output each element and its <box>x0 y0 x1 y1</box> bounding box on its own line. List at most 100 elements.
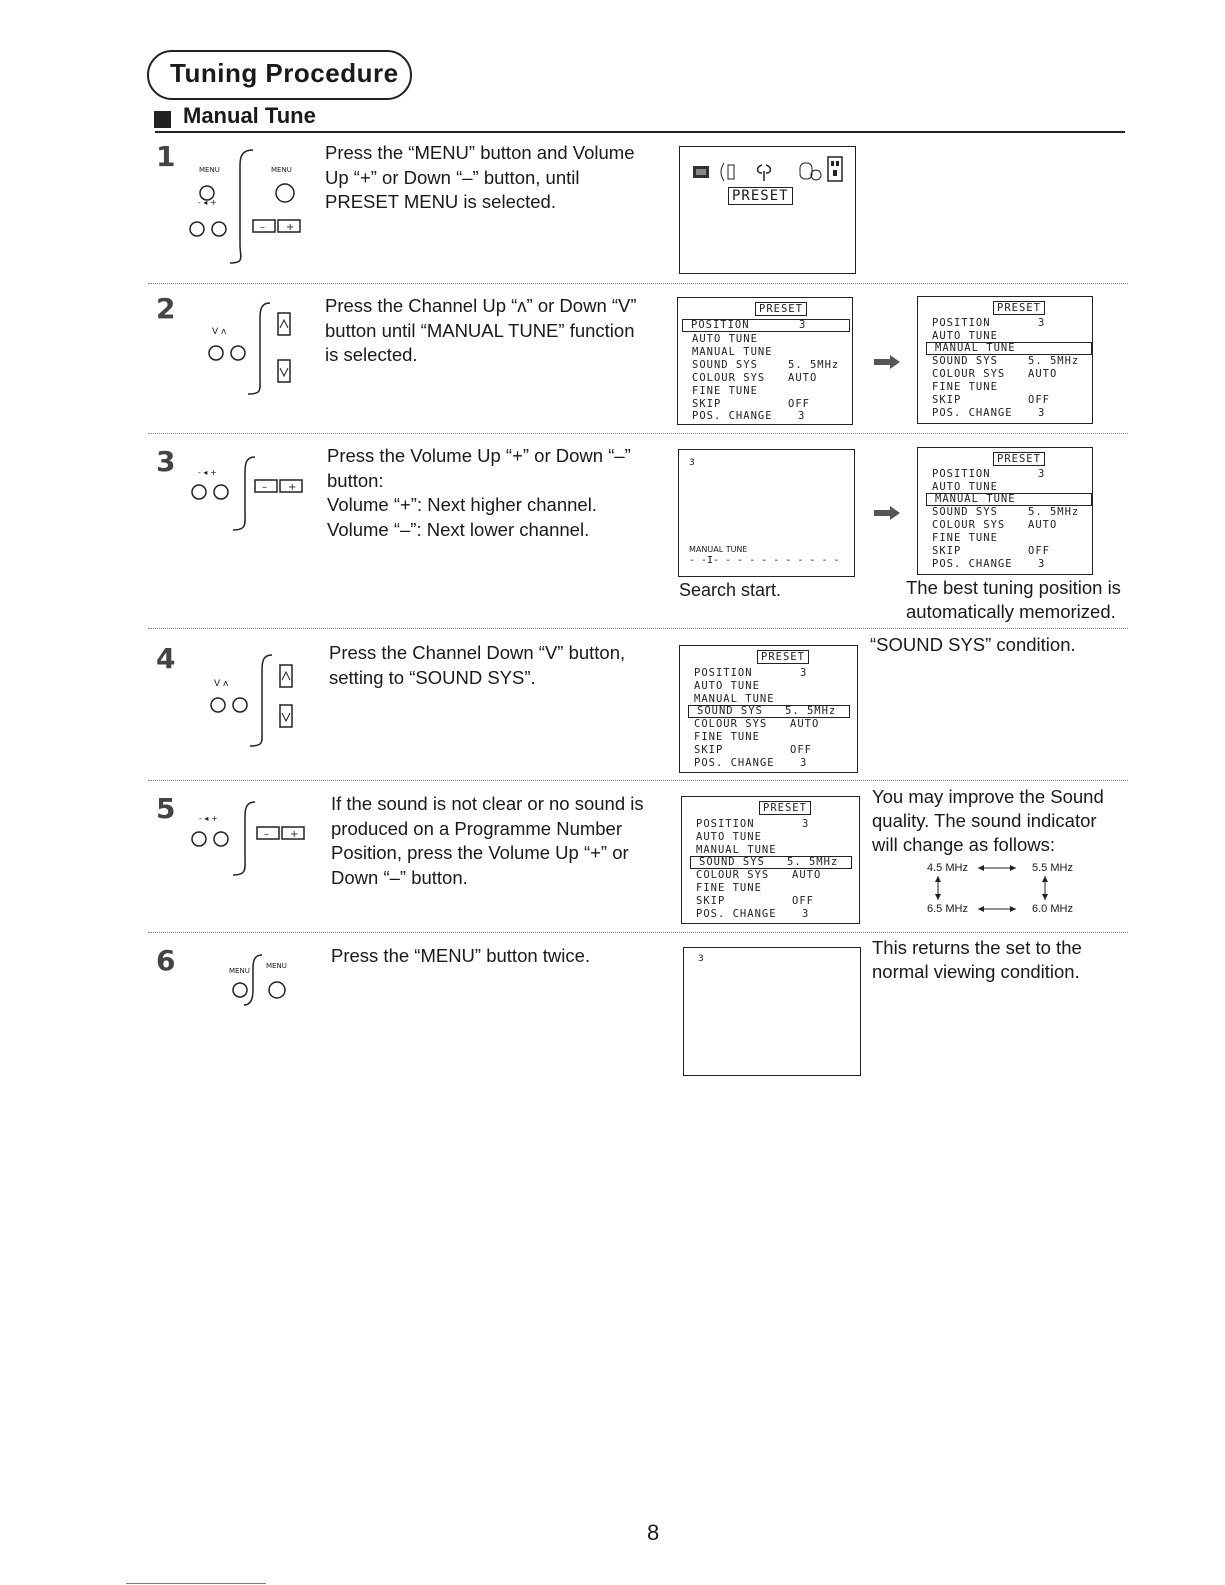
menu-row-value: AUTO <box>1028 368 1058 380</box>
menu-row-value: 3 <box>798 410 806 422</box>
preset-label: PRESET <box>755 302 807 316</box>
menu-row-value: 3 <box>802 818 810 830</box>
menu-row-label: POS. CHANGE <box>696 908 777 920</box>
menu-row-label: POSITION <box>932 468 991 480</box>
divider <box>148 628 1128 629</box>
tuning-bar: - -I- - - - - - - - - - - <box>689 555 840 566</box>
menu-row-value: 3 <box>1038 407 1046 419</box>
sound-sys-note: “SOUND SYS” condition. <box>870 634 1076 655</box>
svg-text:–: – <box>262 482 267 493</box>
step-5-text: If the sound is not clear or no sound is… <box>331 793 644 888</box>
right-arrow-icon <box>874 355 900 369</box>
menu-row-value: OFF <box>1028 394 1050 406</box>
menu-row-label: POSITION <box>932 317 991 329</box>
menu-row-label: POS. CHANGE <box>932 558 1013 570</box>
menu-row-label: FINE TUNE <box>694 731 760 743</box>
menu-row-value: AUTO <box>792 869 822 881</box>
returns-note: This returns the set to the normal viewi… <box>872 937 1082 982</box>
menu-row-value: OFF <box>1028 545 1050 557</box>
step-number: 3 <box>156 445 176 478</box>
menu-row-label: FINE TUNE <box>696 882 762 894</box>
menu-row-label: SKIP <box>694 744 724 756</box>
menu-row-value: 5. 5MHz <box>1028 506 1080 518</box>
section-rule <box>155 131 1125 133</box>
channel-number: 3 <box>689 458 695 468</box>
freq-label: 4.5 MHz <box>927 862 968 874</box>
channel-number: 3 <box>698 954 704 964</box>
menu-row-value: 3 <box>800 667 808 679</box>
menu-row-value: 3 <box>1038 317 1046 329</box>
volume-key-label: - ◂ + <box>198 198 217 207</box>
improve-sound-note: You may improve the Sound quality. The s… <box>872 786 1104 855</box>
step-1-text: Press the “MENU” button and Volume Up “+… <box>325 142 635 212</box>
menu-row-label: COLOUR SYS <box>694 718 768 730</box>
menu-row-value: AUTO <box>788 372 818 384</box>
preset-label: PRESET <box>757 650 809 664</box>
menu-row-label: AUTO TUNE <box>694 680 760 692</box>
step-4-text: Press the Channel Down “V” button, setti… <box>329 642 626 688</box>
remote-volume-icon: – + <box>191 801 305 876</box>
section-bullet-icon <box>154 111 171 128</box>
remote-menu-volume-icon: – + <box>189 149 301 264</box>
step-3-text: Press the Volume Up “+” or Down “–” butt… <box>327 445 631 540</box>
preset-label: PRESET <box>993 452 1045 466</box>
preset-label: PRESET <box>728 187 793 205</box>
svg-text:–: – <box>260 222 265 233</box>
menu-row-value: 3 <box>799 319 807 331</box>
menu-row-value: 5. 5MHz <box>785 705 837 717</box>
menu-row-label: AUTO TUNE <box>932 330 998 342</box>
tv-screen-normal-view: 3 <box>683 947 861 1076</box>
svg-text:+: + <box>290 829 298 840</box>
freq-label: 6.0 MHz <box>1032 903 1073 915</box>
divider <box>148 932 1128 933</box>
svg-text:+: + <box>286 222 294 233</box>
freq-label: 5.5 MHz <box>1032 862 1073 874</box>
menu-row-label: FINE TUNE <box>932 532 998 544</box>
page-number: 8 <box>647 1520 660 1545</box>
divider <box>148 433 1128 434</box>
menu-row-value: OFF <box>792 895 814 907</box>
menu-row-label: POSITION <box>691 319 750 331</box>
tv-screen-search: 3 MANUAL TUNE - -I- - - - - - - - - - - <box>678 449 855 577</box>
remote-menu-icon <box>232 954 286 1006</box>
remote-volume-icon: – + <box>191 456 303 531</box>
menu-key-label: MENU <box>271 166 292 174</box>
menu-row-label: SOUND SYS <box>697 705 763 717</box>
preset-label: PRESET <box>993 301 1045 315</box>
channel-key-label: V ʌ <box>214 679 229 689</box>
menu-row-label: AUTO TUNE <box>932 481 998 493</box>
menu-row-label: SKIP <box>696 895 726 907</box>
remote-channel-icon <box>210 654 293 747</box>
menu-row-value: 5. 5MHz <box>1028 355 1080 367</box>
channel-key-label: V ʌ <box>212 327 227 337</box>
menu-row-label: SOUND SYS <box>699 856 765 868</box>
menu-row-label: MANUAL TUNE <box>694 693 775 705</box>
volume-key-label: - ◂ + <box>199 814 218 823</box>
step-number: 5 <box>156 792 176 825</box>
menu-row-value: 5. 5MHz <box>788 359 840 371</box>
step-number: 2 <box>156 292 176 325</box>
menu-row-label: SKIP <box>932 545 962 557</box>
menu-row-label: MANUAL TUNE <box>935 342 1016 354</box>
menu-row-label: SOUND SYS <box>932 506 998 518</box>
menu-icons-row <box>693 156 843 182</box>
section-title: Manual Tune <box>183 103 316 128</box>
page-title: Tuning Procedure <box>170 58 399 88</box>
menu-key-label: MENU <box>266 962 287 970</box>
volume-key-label: - ◂ + <box>198 468 217 477</box>
menu-row-label: COLOUR SYS <box>932 519 1006 531</box>
freq-label: 6.5 MHz <box>927 903 968 915</box>
menu-key-label: MENU <box>199 166 220 174</box>
menu-row-value: 3 <box>1038 468 1046 480</box>
manual-tune-label: MANUAL TUNE <box>689 545 748 554</box>
menu-row-label: COLOUR SYS <box>696 869 770 881</box>
menu-row-label: AUTO TUNE <box>696 831 762 843</box>
menu-row-value: OFF <box>788 398 810 410</box>
memorized-note: The best tuning position is automaticall… <box>906 577 1121 622</box>
menu-key-label: MENU <box>229 967 250 975</box>
menu-row-value: 5. 5MHz <box>787 856 839 868</box>
